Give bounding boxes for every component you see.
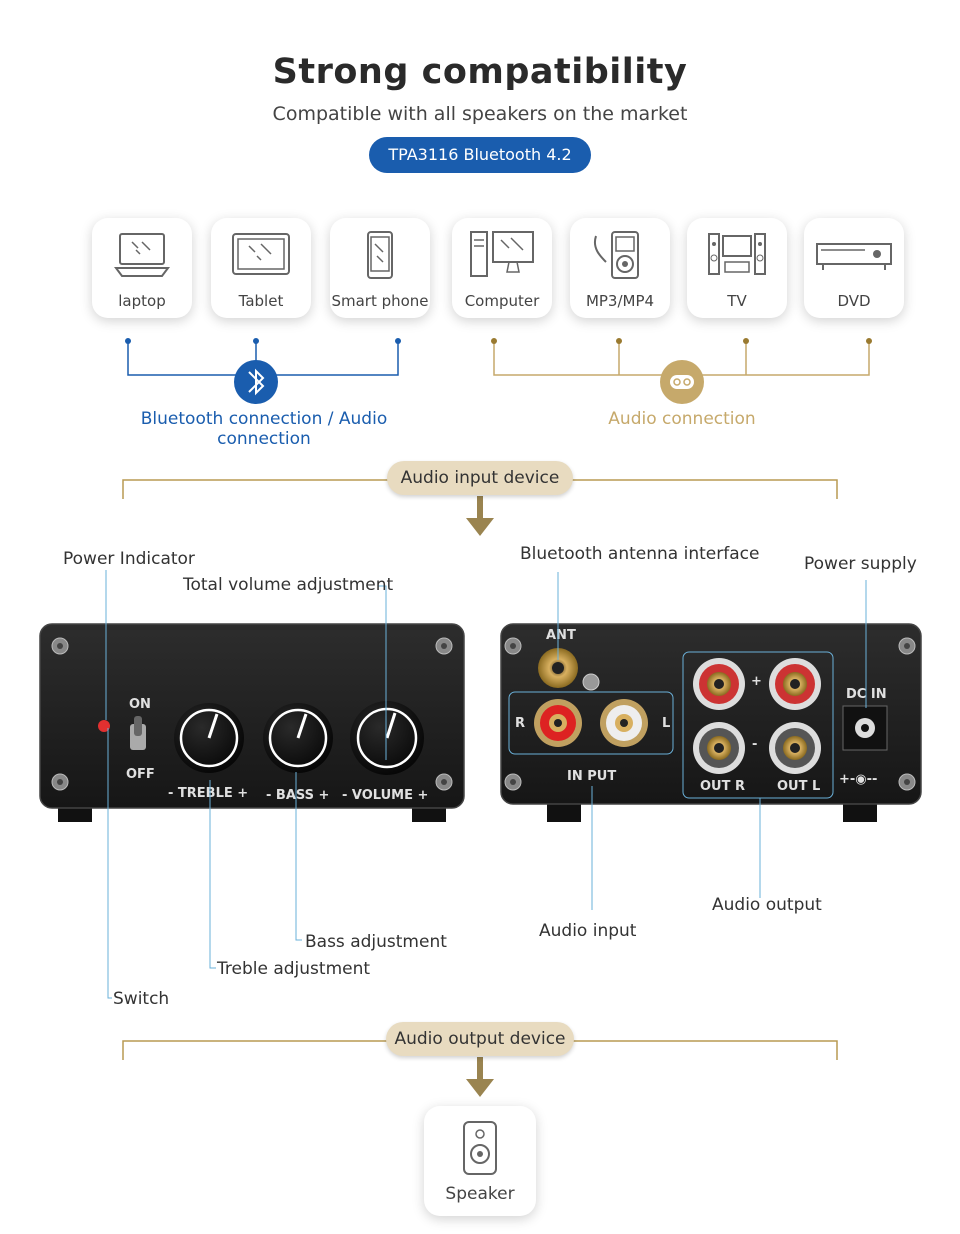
device-label: Tablet bbox=[238, 292, 284, 310]
output-bracket bbox=[122, 1040, 838, 1097]
bluetooth-connection-label: Bluetooth connection / Audio connection bbox=[140, 409, 388, 449]
audio-output-device-pill: Audio output device bbox=[386, 1022, 574, 1056]
device-card-computer: Computer bbox=[452, 218, 552, 318]
switch-callout: Switch bbox=[113, 989, 170, 1009]
antenna-callout: Bluetooth antenna interface bbox=[520, 544, 760, 564]
computer-icon bbox=[470, 231, 534, 277]
audio-connection-label: Audio connection bbox=[608, 409, 756, 429]
treble-callout: Treble adjustment bbox=[217, 959, 371, 979]
plus-label: + bbox=[751, 674, 762, 689]
device-card-tv: TV bbox=[687, 218, 787, 318]
audio-jack-icon bbox=[660, 360, 704, 404]
volume-label: - VOLUME + bbox=[342, 788, 429, 803]
bass-callout: Bass adjustment bbox=[305, 932, 447, 952]
bluetooth-icon bbox=[234, 360, 278, 404]
device-card-speaker: Speaker bbox=[424, 1106, 536, 1216]
out-r-label: OUT R bbox=[700, 779, 746, 794]
minus-label: - bbox=[752, 737, 758, 752]
device-label: Computer bbox=[464, 292, 540, 310]
tablet-icon bbox=[232, 233, 290, 275]
speaker-icon bbox=[463, 1121, 497, 1175]
audio-input-device-pill: Audio input device bbox=[387, 461, 573, 495]
off-label: OFF bbox=[126, 767, 155, 782]
device-card-mp3: MP3/MP4 bbox=[570, 218, 670, 318]
device-label: laptop bbox=[118, 292, 166, 310]
front-panel bbox=[39, 623, 465, 822]
total-volume-callout: Total volume adjustment bbox=[183, 575, 394, 595]
input-bracket bbox=[122, 479, 838, 536]
dvd-icon bbox=[816, 243, 892, 270]
device-label: Smart phone bbox=[331, 292, 429, 310]
mp3-player-icon bbox=[594, 231, 639, 279]
back-panel bbox=[500, 623, 922, 822]
device-label: DVD bbox=[837, 292, 871, 310]
device-card-laptop: laptop bbox=[92, 218, 192, 318]
device-label: TV bbox=[727, 292, 747, 310]
on-label: ON bbox=[129, 697, 151, 712]
power-indicator-callout: Power Indicator bbox=[63, 549, 195, 569]
audio-output-callout: Audio output bbox=[712, 895, 822, 915]
device-card-tablet: Tablet bbox=[211, 218, 311, 318]
page-title: Strong compatibility bbox=[272, 52, 688, 92]
front-callout-lines bbox=[105, 570, 387, 999]
device-card-smartphone: Smart phone bbox=[330, 218, 430, 318]
input-label: IN PUT bbox=[567, 769, 617, 784]
bass-label: - BASS + bbox=[266, 788, 330, 803]
back-callout-lines bbox=[557, 572, 867, 910]
audio-input-callout: Audio input bbox=[539, 921, 637, 941]
tv-icon bbox=[708, 233, 766, 275]
speaker-label: Speaker bbox=[445, 1184, 515, 1204]
treble-label: - TREBLE + bbox=[168, 786, 249, 801]
device-label: MP3/MP4 bbox=[585, 292, 655, 310]
connection-lines bbox=[125, 338, 872, 404]
power-switch bbox=[134, 716, 142, 736]
page-subtitle: Compatible with all speakers on the mark… bbox=[272, 103, 688, 125]
power-led bbox=[98, 720, 110, 732]
power-supply-callout: Power supply bbox=[804, 554, 917, 574]
out-l-label: OUT L bbox=[777, 779, 821, 794]
device-card-dvd: DVD bbox=[804, 218, 904, 318]
model-badge: TPA3116 Bluetooth 4.2 bbox=[369, 137, 591, 173]
r-label: R bbox=[515, 716, 526, 731]
smartphone-icon bbox=[367, 231, 393, 279]
l-label: L bbox=[662, 716, 671, 731]
laptop-icon bbox=[114, 233, 170, 277]
ant-label: ANT bbox=[546, 628, 576, 643]
polarity-label: +-◉-- bbox=[839, 772, 878, 787]
